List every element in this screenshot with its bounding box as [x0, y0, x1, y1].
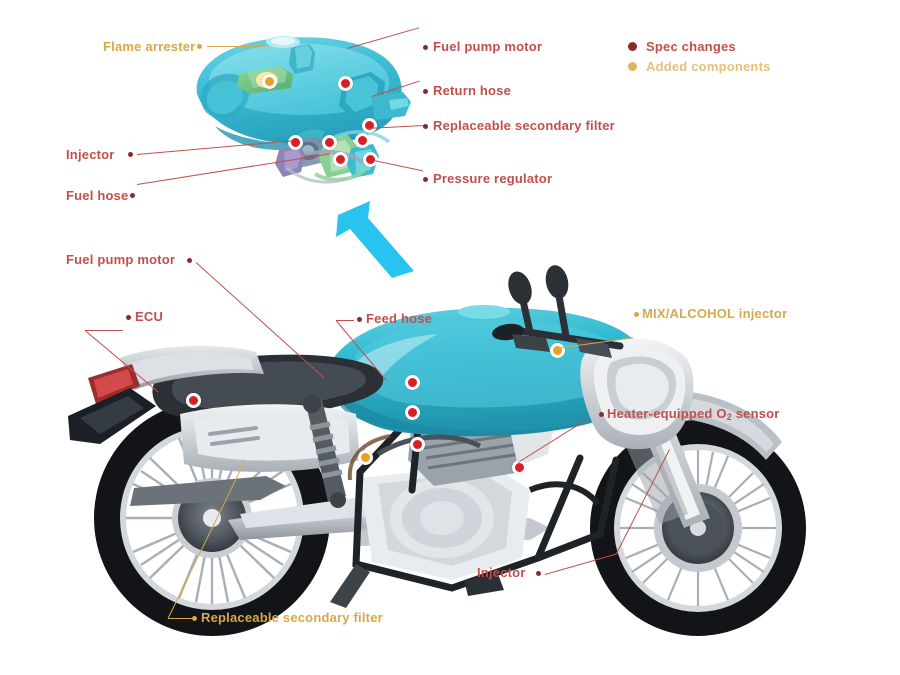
label-mix-alcohol-injector: MIX/ALCOHOL injector: [642, 306, 788, 321]
o2-sensor-text-head: Heater-equipped O: [607, 406, 727, 421]
bullet-fuel-hose: [130, 193, 135, 198]
legend: Spec changes Added components: [628, 36, 771, 76]
marker-feed-hose-lower: [405, 405, 420, 420]
bullet-fuel-pump-motor-top: [423, 45, 428, 50]
bullet-o2-sensor: [599, 412, 604, 417]
label-fuel-pump-motor-bike: Fuel pump motor: [66, 252, 176, 267]
marker-injector-bike: [410, 437, 425, 452]
bullet-ecu: [126, 315, 131, 320]
marker-feed-hose: [405, 375, 420, 390]
leader-feed-hose: [336, 320, 354, 321]
marker-ecu: [186, 393, 201, 408]
bullet-secondary-filter-top: [423, 124, 428, 129]
leader-flame-arrester: [207, 46, 265, 47]
marker-fuel-pump-motor-top: [338, 76, 353, 91]
label-injector-bike: Injector: [477, 565, 526, 580]
legend-label-added-components: Added components: [646, 58, 771, 74]
bullet-return-hose: [423, 89, 428, 94]
label-secondary-filter-top: Replaceable secondary filter: [433, 118, 615, 133]
bullet-secondary-filter-bike: [192, 616, 197, 621]
bullet-flame-arrester: [197, 44, 202, 49]
callout-arrow: [336, 201, 414, 278]
bullet-injector-top: [128, 152, 133, 157]
bullet-feed-hose: [357, 317, 362, 322]
legend-item-spec-changes: Spec changes: [628, 36, 771, 56]
marker-mix-alcohol-injector: [550, 343, 565, 358]
marker-o2-sensor: [512, 460, 527, 475]
legend-dot-spec-changes: [628, 41, 637, 51]
label-return-hose: Return hose: [433, 83, 512, 98]
label-feed-hose: Feed hose: [366, 311, 433, 326]
legend-label-spec-changes: Spec changes: [646, 38, 736, 54]
leader-ecu: [85, 330, 123, 331]
label-fuel-pump-motor-top: Fuel pump motor: [433, 39, 543, 54]
bullet-pressure-regulator: [423, 177, 428, 182]
label-o2-sensor: Heater-equipped O2 sensor: [607, 406, 780, 422]
motorcycle-art: [68, 265, 806, 636]
marker-module-extra: [333, 152, 348, 167]
label-fuel-hose: Fuel hose: [66, 188, 129, 203]
label-pressure-regulator: Pressure regulator: [433, 171, 553, 186]
marker-fuel-hose: [322, 135, 337, 150]
marker-pressure-regulator: [363, 152, 378, 167]
o2-sensor-text-tail: sensor: [731, 406, 780, 421]
label-injector-top: Injector: [66, 147, 115, 162]
o2-sensor-subscript: 2: [726, 412, 732, 422]
marker-return-hose: [362, 118, 377, 133]
leader-secondary-filter-bike: [168, 618, 193, 619]
marker-secondary-filter-bike: [358, 450, 373, 465]
label-secondary-filter-bike: Replaceable secondary filter: [201, 610, 383, 625]
legend-item-added-components: Added components: [628, 56, 771, 76]
label-flame-arrester: Flame arrester: [103, 39, 196, 54]
bullet-fuel-pump-motor-bike: [187, 258, 192, 263]
marker-injector-top: [288, 135, 303, 150]
bullet-mix-alcohol-injector: [634, 312, 639, 317]
legend-dot-added-components: [628, 61, 637, 71]
bullet-injector-bike: [536, 571, 541, 576]
marker-secondary-filter-top: [355, 133, 370, 148]
marker-flame-arrester: [262, 74, 277, 89]
label-ecu: ECU: [135, 309, 164, 324]
fuel-tank-assembly-art: [196, 36, 411, 184]
